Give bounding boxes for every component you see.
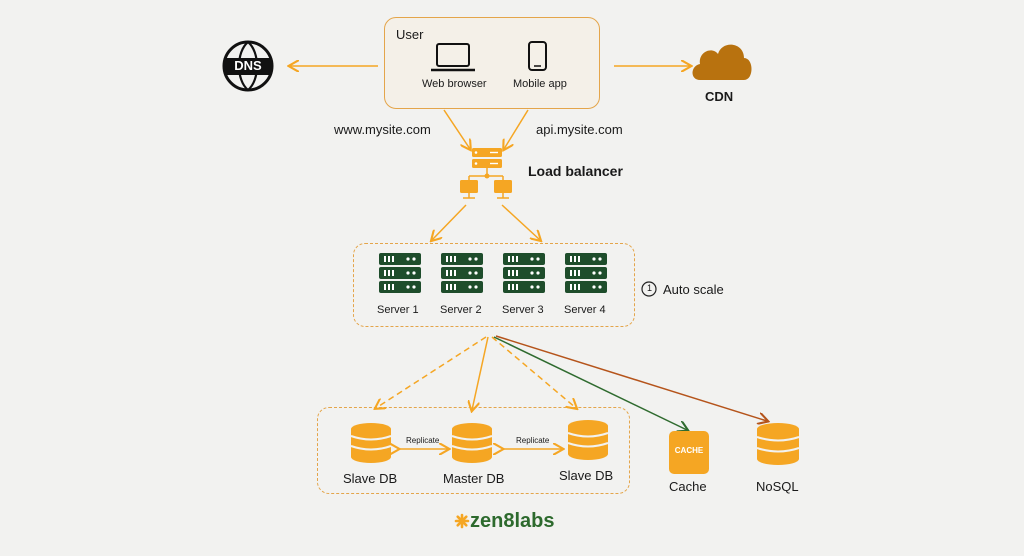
cdn-cloud-icon	[692, 44, 752, 80]
slave-db-right-icon	[567, 420, 609, 460]
arrow-servers-to-slave-left	[376, 336, 487, 408]
arrow-servers-to-nosql	[495, 335, 767, 421]
auto-scale-number: 1	[646, 283, 652, 293]
auto-scale-label: Auto scale	[663, 282, 724, 297]
api-url-label: api.mysite.com	[536, 122, 623, 137]
server-4-icon	[565, 253, 607, 293]
server-2-label: Server 2	[440, 304, 482, 316]
slave-db-right-label: Slave DB	[559, 468, 614, 483]
auto-scale-number-circle	[641, 281, 657, 297]
nosql-db-icon	[756, 423, 800, 465]
web-browser-label: Web browser	[422, 78, 487, 90]
website-url-label: www.mysite.com	[334, 122, 431, 137]
server-1-label: Server 1	[377, 304, 419, 316]
mobile-phone-icon	[528, 41, 547, 71]
auto-scale-group	[353, 243, 635, 327]
arrow-servers-to-master	[472, 336, 489, 410]
load-balancer-label: Load balancer	[528, 163, 623, 179]
master-db-label: Master DB	[443, 471, 505, 486]
user-title: User	[396, 27, 424, 42]
cache-icon-text: CACHE	[674, 446, 704, 455]
replicate-right-label: Replicate	[516, 436, 550, 445]
server-1-icon	[379, 253, 421, 293]
server-4-label: Server 4	[564, 304, 606, 316]
arrow-servers-to-cache	[493, 336, 687, 430]
cache-label: Cache	[669, 479, 707, 494]
dns-globe-icon	[222, 40, 274, 92]
server-3-label: Server 3	[502, 304, 544, 316]
nosql-label: NoSQL	[756, 479, 799, 494]
arrow-api-to-lb	[504, 109, 529, 149]
laptop-icon	[431, 43, 475, 72]
slave-db-left-label: Slave DB	[343, 471, 398, 486]
cdn-label: CDN	[705, 89, 734, 104]
dns-label: DNS	[234, 58, 262, 73]
cache-icon	[669, 431, 709, 474]
brand-asterisk-icon	[454, 513, 470, 529]
mobile-app-label: Mobile app	[513, 78, 567, 90]
server-3-icon	[503, 253, 545, 293]
arrow-servers-to-slave-right	[491, 336, 576, 408]
load-balancer-icon	[460, 148, 512, 199]
server-2-icon	[441, 253, 483, 293]
replicate-left-label: Replicate	[406, 436, 440, 445]
arrow-lb-to-servers-right	[501, 204, 540, 240]
master-db-icon	[451, 423, 493, 463]
brand-logo-text: zen8labs	[470, 510, 555, 532]
arrow-lb-to-servers-left	[432, 204, 467, 240]
slave-db-left-icon	[350, 423, 392, 463]
arrow-web-to-lb	[443, 109, 470, 149]
user-group	[384, 17, 600, 109]
